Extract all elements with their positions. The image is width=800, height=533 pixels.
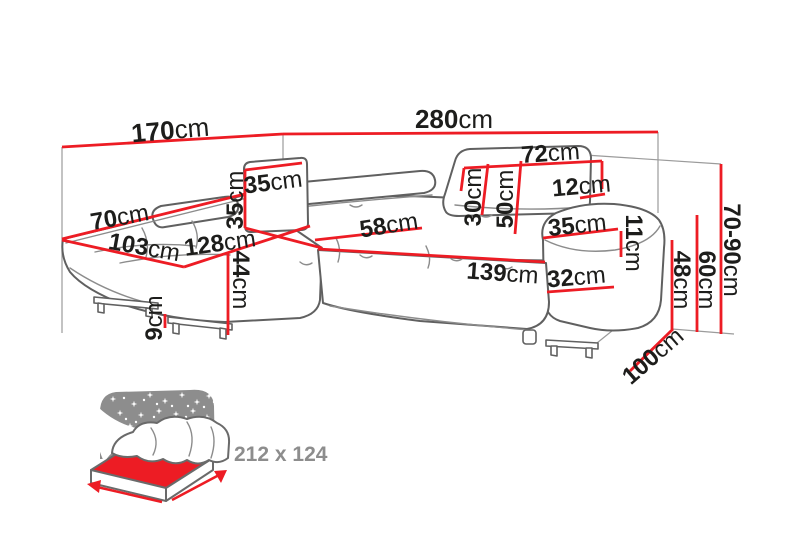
line-pillow-top-35 xyxy=(244,161,303,172)
dim-label-170: 170cm xyxy=(130,112,210,149)
dim-label-12: 12cm xyxy=(551,171,612,203)
line-103 xyxy=(61,238,185,269)
dim-label-32: 32cm xyxy=(546,262,607,294)
line-32 xyxy=(546,285,615,294)
mattress-side-right xyxy=(165,457,214,502)
chaise-headrest xyxy=(151,195,240,229)
dim-label-pillow-35-h: 35cm xyxy=(242,166,304,200)
dim-label-pillow-35-v: 35cm xyxy=(222,171,249,230)
dim-label-48: 48cm xyxy=(668,251,695,310)
dim-label-44: 44cm xyxy=(227,251,254,310)
dim-label-103: 103cm xyxy=(106,228,182,267)
moon-swoosh xyxy=(93,404,158,462)
sofa-legs xyxy=(93,296,599,359)
dim-label-50: 50cm xyxy=(492,170,519,229)
dim-label-70: 70cm xyxy=(88,199,150,236)
dim-label-100: 100cm xyxy=(617,323,689,391)
sleep-function-icon: 212 x 124 xyxy=(87,389,328,504)
dim-label-60: 60cm xyxy=(693,251,720,310)
dim-label-128: 128cm xyxy=(182,225,257,262)
measurement-lines xyxy=(61,130,723,373)
line-280 xyxy=(282,130,659,136)
line-70 xyxy=(61,192,246,241)
line-72-tick-left xyxy=(459,167,466,192)
dim-label-139: 139cm xyxy=(466,258,540,290)
blanket xyxy=(111,415,231,465)
line-58 xyxy=(314,226,423,242)
line-12 xyxy=(579,192,606,200)
line-139 xyxy=(317,247,546,264)
dim-label-70-90: 70-90cm xyxy=(718,203,745,296)
line-128 xyxy=(183,224,311,269)
bed-size-label: 212 x 124 xyxy=(234,443,328,466)
corner-pillow xyxy=(243,156,309,233)
dim-label-30: 30cm xyxy=(460,168,487,227)
line-armrest-35 xyxy=(542,227,619,240)
sofa-illustration xyxy=(61,145,666,359)
dim-label-9: 9cm xyxy=(141,295,168,340)
dim-label-58: 58cm xyxy=(358,208,420,244)
dim-label-11: 11cm xyxy=(620,214,647,271)
bed-size-arrows xyxy=(87,470,227,504)
dim-label-280: 280cm xyxy=(415,104,493,134)
dim-label-armrest-35: 35cm xyxy=(547,209,608,242)
line-100 xyxy=(629,327,674,373)
dim-label-72: 72cm xyxy=(520,138,580,169)
line-30 xyxy=(480,163,490,216)
line-50 xyxy=(513,160,523,235)
line-170 xyxy=(61,132,284,149)
line-corner-diagonal xyxy=(244,226,323,250)
